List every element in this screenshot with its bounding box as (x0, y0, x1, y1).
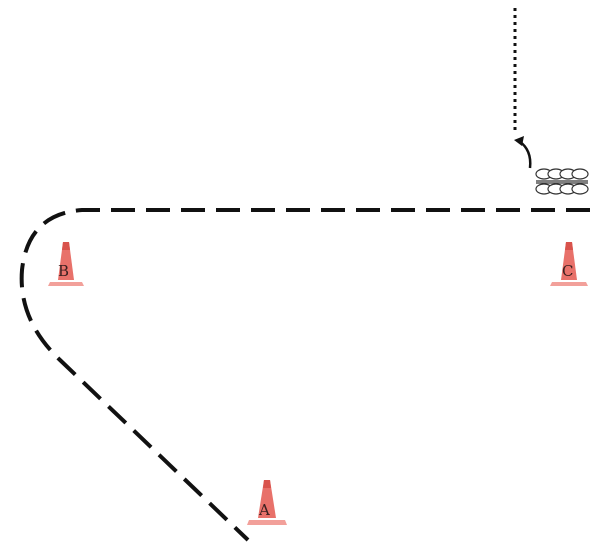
cone-label: A (258, 501, 270, 519)
tire-stack-icon (535, 168, 589, 195)
cone-label: C (562, 262, 573, 280)
curved-arrow-icon (518, 139, 532, 169)
arrow-head (514, 136, 524, 146)
dashed-course-path (19, 208, 590, 542)
cone-label: B (58, 262, 69, 280)
traffic-cone-icon (247, 480, 287, 525)
cone-b: B (48, 242, 84, 286)
traffic-cone-icon (48, 242, 84, 286)
cone-a: A (247, 480, 287, 525)
traffic-cone-icon (550, 242, 588, 286)
cone-c: C (550, 242, 588, 286)
